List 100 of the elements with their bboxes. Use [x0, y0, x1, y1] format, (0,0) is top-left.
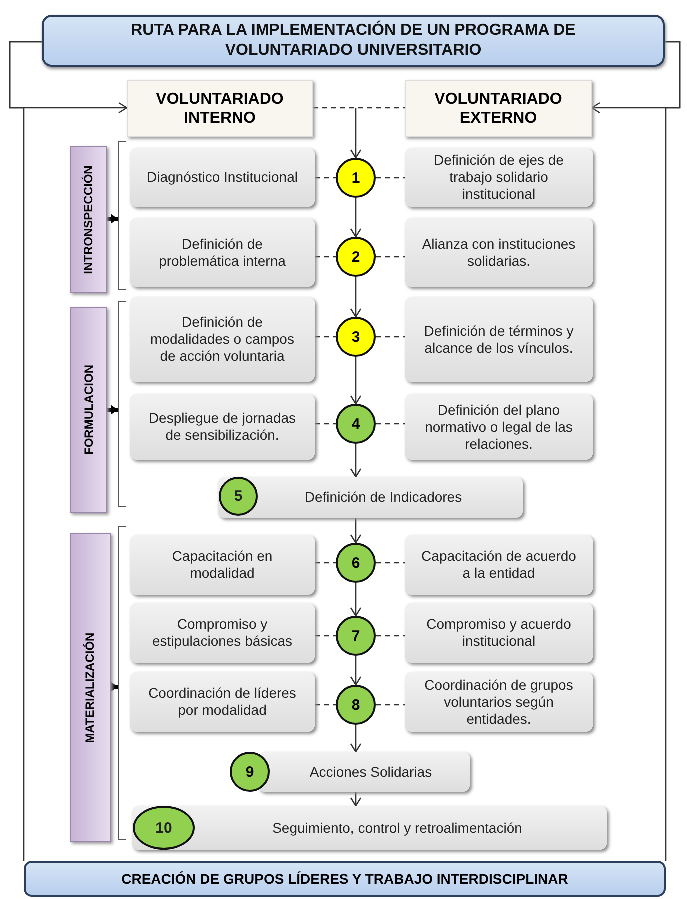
step-box — [130, 394, 315, 460]
step-circle — [336, 685, 376, 725]
step-number: 3 — [352, 328, 360, 346]
step-text: Despliegue de jornadas de sensibilización. — [148, 410, 298, 444]
step-box — [132, 806, 607, 850]
arrow — [350, 725, 362, 753]
step-text: Definición de términos y alcance de los vínculos. — [423, 322, 575, 356]
step-box — [130, 218, 315, 287]
connector-line — [315, 423, 336, 425]
step-circle — [219, 477, 258, 516]
step-box — [405, 218, 593, 287]
arrow — [350, 518, 362, 544]
connector-line — [315, 256, 336, 258]
arrow — [350, 656, 362, 686]
column-header — [405, 80, 592, 137]
step-circle — [336, 158, 376, 198]
heading-text: RUTA PARA LA IMPLEMENTACIÓN DE UN PROGRAMA DE VOLUNTARIADO UNIVERSITARIO — [130, 21, 577, 61]
phase-label: MATERIALIZACIÓN — [84, 632, 98, 743]
step-number: 8 — [352, 696, 360, 714]
connector-line — [376, 177, 405, 179]
connector-line — [315, 336, 336, 338]
step-number: 1 — [352, 170, 360, 186]
phase-band — [70, 533, 111, 842]
arrow — [350, 277, 362, 318]
step-number: 9 — [246, 764, 254, 780]
step-box — [130, 297, 315, 382]
phase-band — [70, 146, 107, 293]
connector-line — [376, 562, 405, 564]
step-number: 6 — [352, 554, 360, 572]
step-text: Seguimiento, control y retroalimentación — [272, 820, 522, 836]
step-box — [130, 672, 315, 732]
step-text: Compromiso y acuerdo institucional — [426, 616, 572, 650]
bracket — [118, 302, 126, 507]
connector-line — [9, 41, 42, 861]
heading-text: VOLUNTARIADO INTERNO — [155, 90, 285, 128]
step-box — [405, 603, 593, 663]
arrow — [107, 405, 118, 415]
arrow — [111, 682, 118, 692]
step-box — [130, 535, 315, 595]
step-number: 5 — [234, 488, 243, 505]
heading-text: VOLUNTARIADO EXTERNO — [434, 90, 564, 128]
step-circle — [230, 752, 270, 792]
arrow — [350, 792, 362, 807]
step-circle — [336, 616, 376, 656]
title-banner — [42, 15, 665, 67]
step-text: Compromiso y estipulaciones básicas — [151, 616, 294, 650]
heading-text: CREACIÓN DE GRUPOS LÍDERES Y TRABAJO INTERDISCIPLINAR — [122, 871, 568, 887]
arrow — [350, 108, 362, 159]
step-text: Coordinación de grupos voluntarios según entidades. — [424, 676, 574, 728]
connector-line — [315, 635, 336, 637]
connector-line — [376, 423, 405, 425]
step-box — [258, 752, 470, 792]
phase-label: FORMULACION — [82, 365, 96, 455]
step-text: Acciones Solidarias — [310, 764, 432, 780]
step-number: 2 — [352, 248, 360, 266]
step-circle — [336, 237, 376, 277]
step-circle — [336, 543, 376, 583]
arrow — [350, 583, 362, 617]
step-number: 4 — [352, 416, 360, 432]
step-text: Coordinación de líderes por modalidad — [148, 685, 298, 719]
arrow — [350, 444, 362, 478]
column-header — [127, 80, 313, 137]
phase-label: INTRONSPECCIÓN — [82, 165, 96, 274]
step-text: Definición de problemática interna — [158, 236, 287, 270]
step-box — [405, 672, 593, 732]
step-number: 7 — [352, 628, 360, 644]
step-text: Definición del plano normativo o legal de las relaciones. — [424, 402, 574, 452]
connector-line — [376, 256, 405, 258]
step-box — [405, 297, 593, 382]
bracket — [118, 527, 126, 840]
connector-line — [315, 562, 336, 564]
step-box — [405, 535, 593, 595]
arrow — [107, 214, 118, 224]
step-box — [405, 148, 593, 207]
connector-line — [376, 704, 405, 706]
step-circle — [336, 404, 376, 444]
arrow — [350, 357, 362, 405]
step-circle — [336, 317, 376, 357]
step-text: Alianza con instituciones solidarias. — [421, 236, 577, 270]
arrow — [350, 198, 362, 238]
connector-line — [376, 336, 405, 338]
connector-line — [315, 177, 336, 179]
step-box — [130, 603, 315, 663]
step-text: Definición de modalidades o campos de acción voluntaria — [150, 314, 296, 365]
step-box — [218, 477, 523, 518]
step-text: Definición de ejes de trabajo solidario institucional — [433, 152, 565, 203]
step-text: Definición de Indicadores — [304, 489, 462, 506]
bracket — [118, 142, 126, 290]
connector-line — [315, 704, 336, 706]
step-text: Diagnóstico Institucional — [147, 169, 298, 186]
step-text: Capacitación en modalidad — [171, 548, 274, 582]
footer-banner — [24, 861, 666, 897]
phase-band — [70, 307, 107, 513]
step-text: Capacitación de acuerdo a la entidad — [420, 548, 578, 582]
connector-line — [665, 41, 681, 861]
step-box — [130, 148, 315, 207]
connector-line — [313, 107, 405, 109]
connector-line — [376, 635, 405, 637]
step-circle — [133, 806, 195, 850]
step-number: 10 — [156, 820, 172, 836]
